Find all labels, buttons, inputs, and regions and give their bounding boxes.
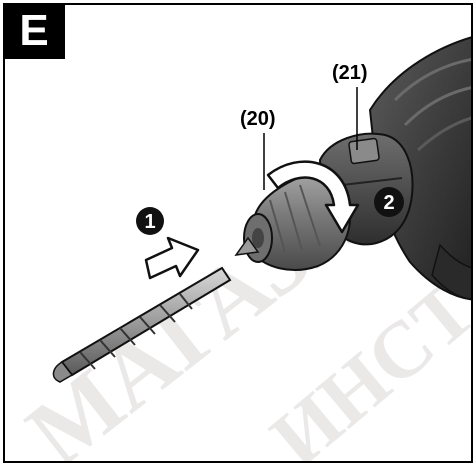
callout-20: (20) [240, 108, 276, 190]
svg-text:2: 2 [383, 192, 394, 214]
insert-arrow-icon [144, 236, 200, 280]
step-marker-2: 2 [374, 187, 404, 217]
panel-label-badge: E [3, 3, 65, 59]
drill-bit [52, 266, 232, 383]
keyless-chuck [234, 168, 352, 271]
callout-21: (21) [332, 62, 368, 150]
svg-text:1: 1 [144, 211, 155, 233]
rotation-arrow-icon [266, 160, 360, 234]
step-marker-1: 1 [136, 207, 164, 235]
svg-text:(20): (20) [240, 108, 276, 130]
svg-text:(21): (21) [332, 62, 368, 84]
